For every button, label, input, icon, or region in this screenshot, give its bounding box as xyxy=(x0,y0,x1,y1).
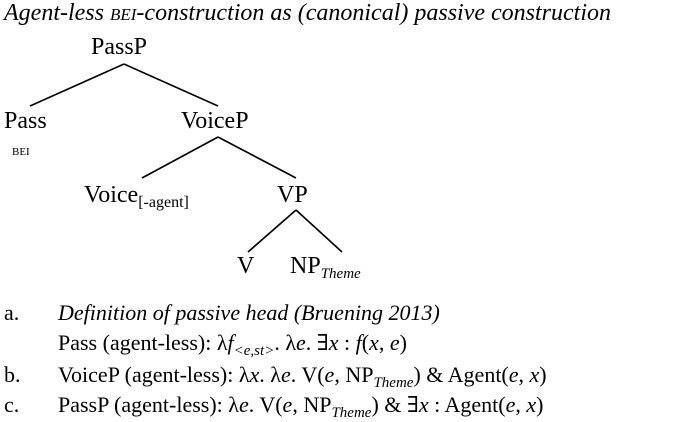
node-voicep: VoiceP xyxy=(181,108,249,134)
theme-sub: Theme xyxy=(331,405,372,421)
title-text-end: -construction as (canonical) passive con… xyxy=(136,0,612,26)
text: : Agent( xyxy=(428,392,506,417)
edge-voicep-voice xyxy=(141,136,219,179)
edge-passp-voicep xyxy=(123,63,219,107)
var-f: f xyxy=(355,330,362,355)
node-voice-feature: [-agent] xyxy=(138,194,189,211)
text: , xyxy=(515,392,527,417)
var-e: e xyxy=(508,362,519,387)
text: ( xyxy=(361,330,370,355)
var-x: x xyxy=(418,392,429,417)
text: ) & ∃ xyxy=(371,392,419,417)
var-e: e xyxy=(324,362,335,387)
text: ) xyxy=(539,362,547,387)
node-np-label: NP xyxy=(290,253,321,279)
text: VoiceP (agent-less): λ xyxy=(58,362,250,387)
text: ) xyxy=(399,330,407,355)
node-vp: VP xyxy=(277,182,308,208)
text: . ∃ xyxy=(305,330,329,355)
text: , xyxy=(378,330,390,355)
edge-vp-np xyxy=(295,209,343,253)
var-e: e xyxy=(296,330,306,355)
item-c-marker: c. xyxy=(4,392,20,417)
item-b-formula: VoiceP (agent-less): λx. λe. V(e, NPThem… xyxy=(58,362,547,392)
node-pass-bei: bei xyxy=(12,142,30,159)
text: . λ xyxy=(274,330,296,355)
var-e: e xyxy=(389,330,400,355)
edge-voicep-vp xyxy=(217,136,297,179)
var-e: e xyxy=(282,392,293,417)
item-a-line1: Definition of passive head (Bruening 201… xyxy=(58,300,440,325)
text: . V( xyxy=(248,392,283,417)
var-x: x xyxy=(369,330,379,355)
item-c-formula: PassP (agent-less): λe. V(e, NPTheme) & … xyxy=(58,392,543,422)
var-x: x xyxy=(529,362,540,387)
var-e: e xyxy=(505,392,516,417)
node-np-theme: NPTheme xyxy=(290,253,361,283)
type-sub: <e,st> xyxy=(233,343,275,359)
item-b-marker: b. xyxy=(4,362,21,387)
var-e: e xyxy=(238,392,249,417)
text: : xyxy=(338,330,356,355)
text: , xyxy=(518,362,530,387)
node-passp: PassP xyxy=(91,34,148,60)
var-x: x xyxy=(249,362,260,387)
title: Agent-less bei-construction as (canonica… xyxy=(4,0,611,27)
edge-passp-pass xyxy=(29,63,125,107)
text: ) & Agent( xyxy=(413,362,509,387)
var-f: f xyxy=(227,330,234,355)
var-x: x xyxy=(328,330,339,355)
text: ) xyxy=(536,392,544,417)
text: . V( xyxy=(290,362,325,387)
item-a-marker: a. xyxy=(4,300,20,325)
text: , NP xyxy=(334,362,374,387)
title-bei: bei xyxy=(109,0,137,26)
var-x: x xyxy=(526,392,537,417)
title-text-start: Agent-less xyxy=(4,0,110,26)
text: . λ xyxy=(259,362,281,387)
node-voice: Voice[-agent] xyxy=(84,182,189,212)
var-e: e xyxy=(280,362,291,387)
edge-vp-v xyxy=(247,209,297,253)
text: , NP xyxy=(292,392,332,417)
node-np-theme-sub: Theme xyxy=(320,266,361,282)
text: PassP (agent-less): λ xyxy=(58,392,239,417)
text: Pass (agent-less): λ xyxy=(58,330,228,355)
node-v: V xyxy=(237,253,255,279)
node-voice-label: Voice xyxy=(84,182,139,208)
item-a-line2: Pass (agent-less): λf<e,st>. λe. ∃x : f(… xyxy=(58,330,407,360)
node-pass: Pass xyxy=(4,108,47,134)
theme-sub: Theme xyxy=(373,375,414,391)
